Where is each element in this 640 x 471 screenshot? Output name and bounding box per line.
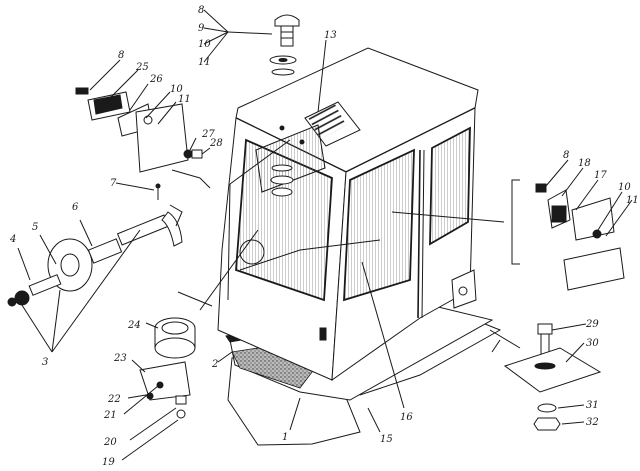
- washer-stack: [270, 164, 294, 197]
- callout-label: 4: [9, 234, 16, 245]
- callout-label: 11: [198, 57, 211, 68]
- callout-labels: 8 9 10 11 13 8 25 26 10 11 27 28 7 6 5 4…: [9, 5, 639, 468]
- callout-label: 18: [578, 158, 591, 169]
- callout-label: 31: [586, 400, 599, 411]
- front-window: [343, 148, 415, 302]
- leader-lines: [17, 9, 633, 461]
- callout-label: 13: [324, 30, 337, 41]
- callout-label: 23: [113, 353, 127, 364]
- callout-label: 22: [107, 394, 121, 405]
- callout-label: 6: [72, 202, 79, 213]
- callout-label: 21: [103, 410, 117, 421]
- callout-label: 8: [118, 50, 124, 61]
- mount-pad-assembly: [503, 323, 602, 431]
- callout-label: 20: [103, 437, 117, 448]
- callout-label: 24: [127, 320, 141, 331]
- callout-label: 27: [201, 129, 215, 140]
- callout-label: 25: [135, 62, 149, 73]
- callout-label: 10: [170, 84, 183, 95]
- knob-bracket-assembly: [139, 317, 196, 419]
- callout-label: 26: [149, 74, 163, 85]
- shaft-assembly: [7, 183, 183, 307]
- callout-label: 10: [198, 39, 211, 50]
- callout-label: 5: [32, 222, 38, 233]
- callout-label: 2: [211, 359, 218, 370]
- callout-label: 9: [198, 23, 205, 34]
- callout-label: 1: [282, 432, 288, 443]
- callout-label: 7: [110, 178, 117, 189]
- callout-label: 10: [618, 182, 631, 193]
- callout-label: 16: [400, 412, 413, 423]
- callout-label: 11: [626, 195, 639, 206]
- hinge-plate-assembly: [535, 183, 625, 291]
- cab-body: [217, 47, 479, 382]
- roof-bolt-assembly: [269, 14, 300, 76]
- callout-label: 17: [594, 170, 607, 181]
- callout-label: 11: [178, 94, 191, 105]
- right-window: [429, 126, 471, 246]
- callout-label: 15: [380, 434, 393, 445]
- callout-label: 3: [42, 357, 48, 368]
- callout-label: 19: [102, 457, 115, 468]
- callout-label: 28: [209, 138, 223, 149]
- callout-label: 32: [586, 417, 599, 428]
- callout-label: 29: [585, 319, 599, 330]
- callout-label: 8: [198, 5, 204, 16]
- callout-label: 8: [563, 150, 569, 161]
- callout-label: 30: [586, 338, 599, 349]
